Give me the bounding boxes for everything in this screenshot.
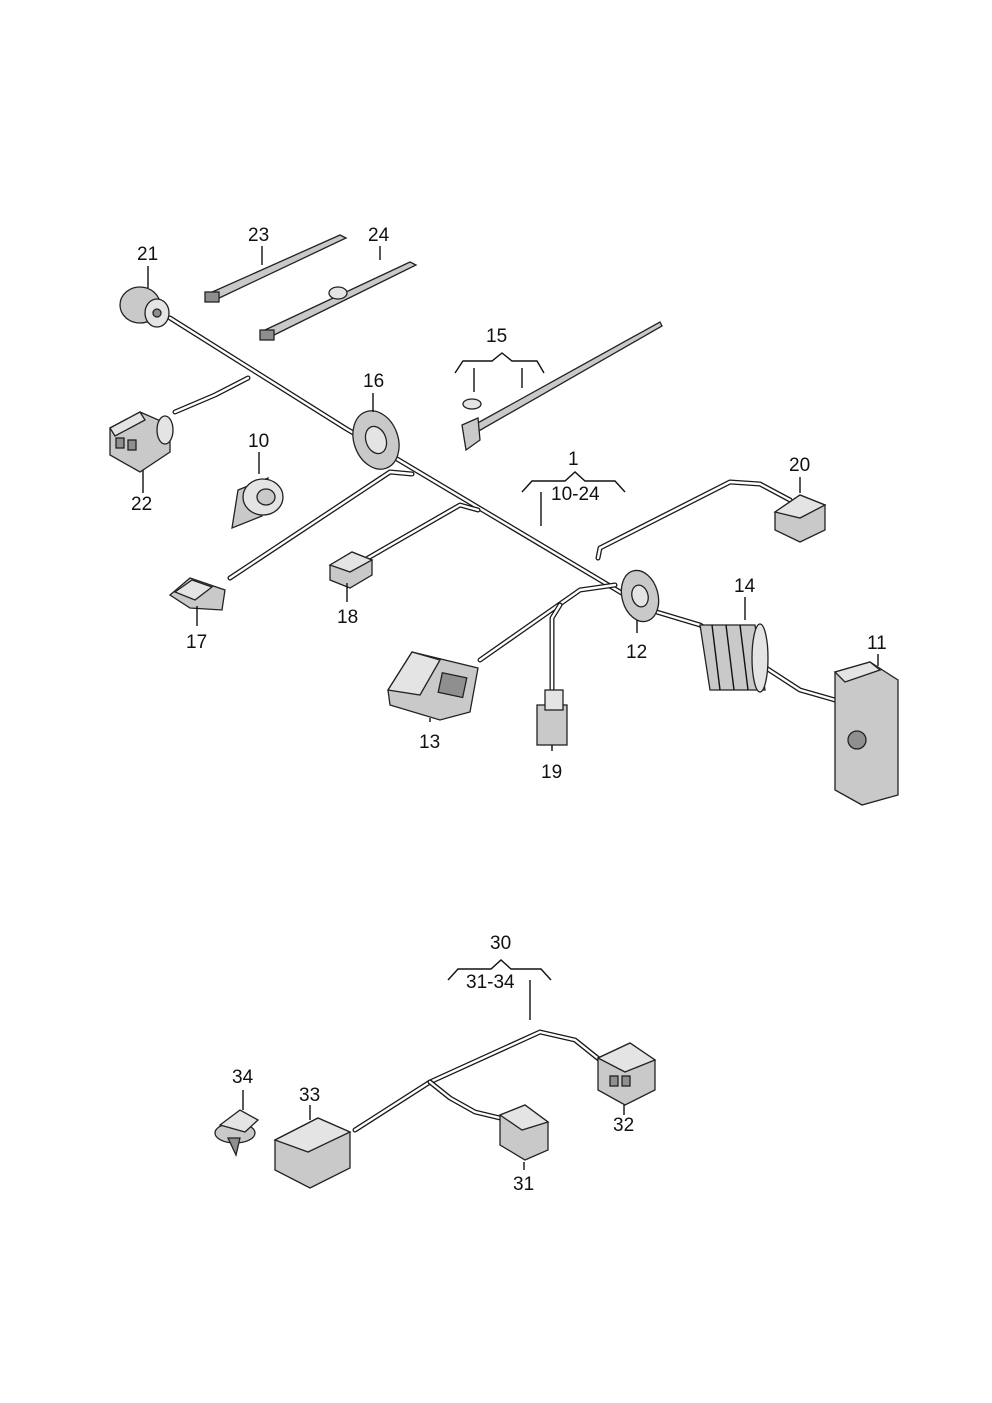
cable-tie-24 xyxy=(259,261,418,341)
cable-tie-23 xyxy=(204,234,348,303)
plug-connector-22 xyxy=(109,411,174,473)
callout-23: 23 xyxy=(248,225,269,246)
callout-30-range: 31-34 xyxy=(466,972,515,993)
callout-13: 13 xyxy=(419,732,440,753)
main-harness-wires xyxy=(167,315,838,703)
connector-32 xyxy=(596,1042,657,1106)
grommet-16 xyxy=(352,410,400,470)
callout-labels: 1 10-24 10 11 12 13 14 15 16 17 18 19 20… xyxy=(131,225,887,1195)
connector-18 xyxy=(328,551,374,589)
callout-18: 18 xyxy=(337,607,358,628)
callout-1-range: 10-24 xyxy=(551,484,600,505)
harness-30-wires xyxy=(352,1029,603,1133)
callout-21: 21 xyxy=(137,244,158,265)
callout-15: 15 xyxy=(486,326,507,347)
callout-20: 20 xyxy=(789,455,810,476)
connector-31 xyxy=(498,1104,550,1161)
callout-1: 1 xyxy=(568,449,579,470)
corrugated-sleeve-14 xyxy=(699,623,769,693)
callout-30: 30 xyxy=(490,933,511,954)
callout-10: 10 xyxy=(248,431,269,452)
callout-14: 14 xyxy=(734,576,756,597)
large-connector-11 xyxy=(833,661,899,806)
callout-22: 22 xyxy=(131,494,152,515)
connector-20 xyxy=(773,494,827,543)
connector-19 xyxy=(536,689,568,746)
callout-24: 24 xyxy=(368,225,390,246)
connector-17 xyxy=(168,577,226,611)
callout-11: 11 xyxy=(867,633,887,654)
grommet-12 xyxy=(620,569,660,623)
callout-33: 33 xyxy=(299,1085,320,1106)
multi-pin-connector-13 xyxy=(386,651,479,721)
callout-17: 17 xyxy=(186,632,207,653)
callout-31: 31 xyxy=(513,1174,534,1195)
callout-12: 12 xyxy=(626,642,647,663)
leader-lines xyxy=(142,246,879,1170)
tape-roll-10 xyxy=(231,476,284,530)
cable-tie-clip-15 xyxy=(461,321,663,452)
connector-33 xyxy=(273,1117,352,1189)
clip-34 xyxy=(214,1109,260,1157)
round-connector-21 xyxy=(119,286,170,328)
callout-16: 16 xyxy=(363,371,384,392)
callout-19: 19 xyxy=(541,762,562,783)
callout-34: 34 xyxy=(232,1067,254,1088)
callout-32: 32 xyxy=(613,1115,634,1136)
